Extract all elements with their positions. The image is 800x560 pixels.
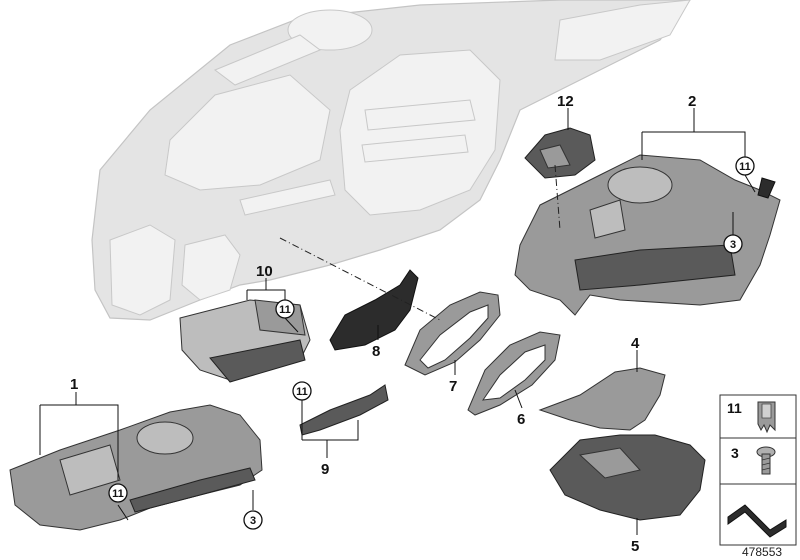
svg-text:11: 11 [112,488,124,500]
legend-label-11: 11 [727,400,742,416]
callout-4: 4 [631,335,640,352]
svg-text:11: 11 [739,161,751,173]
svg-text:11: 11 [279,304,291,316]
circle-callout-3-top: 3 [723,234,743,254]
circle-callout-11-strip: 11 [292,381,312,401]
callout-8: 8 [372,343,380,360]
part-1-trim-panel [9,404,263,531]
part-2-trim-panel [514,154,781,316]
part-9-strip [299,384,389,436]
callout-10: 10 [256,263,273,280]
circle-callout-11-bottom: 11 [108,483,128,503]
diagram-number: 478553 [742,545,782,559]
leader-lines [39,108,756,535]
part-12-cover [524,127,596,179]
callout-6: 6 [517,411,525,428]
circle-callout-3-bottom: 3 [243,510,263,530]
circled-callouts: 11 3 11 11 11 3 [108,156,755,530]
callout-2: 2 [688,93,696,110]
screw-icon [756,446,776,475]
zigzag-symbol-icon [727,504,787,538]
callout-labels: 1 2 4 5 6 7 8 9 10 12 [70,93,696,555]
svg-text:11: 11 [296,386,308,398]
part-7-ring [404,291,501,376]
part-6-ring [467,331,561,416]
part-8-trim [329,269,419,351]
part-4-trim [538,367,666,431]
legend: 11 3 [719,394,797,546]
callout-9: 9 [321,461,329,478]
callout-1: 1 [70,376,78,393]
part-5-lower-cover [549,434,706,521]
callout-5: 5 [631,538,639,555]
svg-text:3: 3 [250,515,256,527]
callout-7: 7 [449,378,457,395]
dashboard-ghost [91,0,691,321]
assembly-lines [279,164,561,321]
legend-label-3: 3 [731,445,739,461]
circle-callout-11-top: 11 [735,156,755,176]
svg-text:3: 3 [730,239,736,251]
clip-icon [757,401,776,434]
callout-12: 12 [557,93,574,110]
circle-callout-11-glovebox: 11 [275,299,295,319]
